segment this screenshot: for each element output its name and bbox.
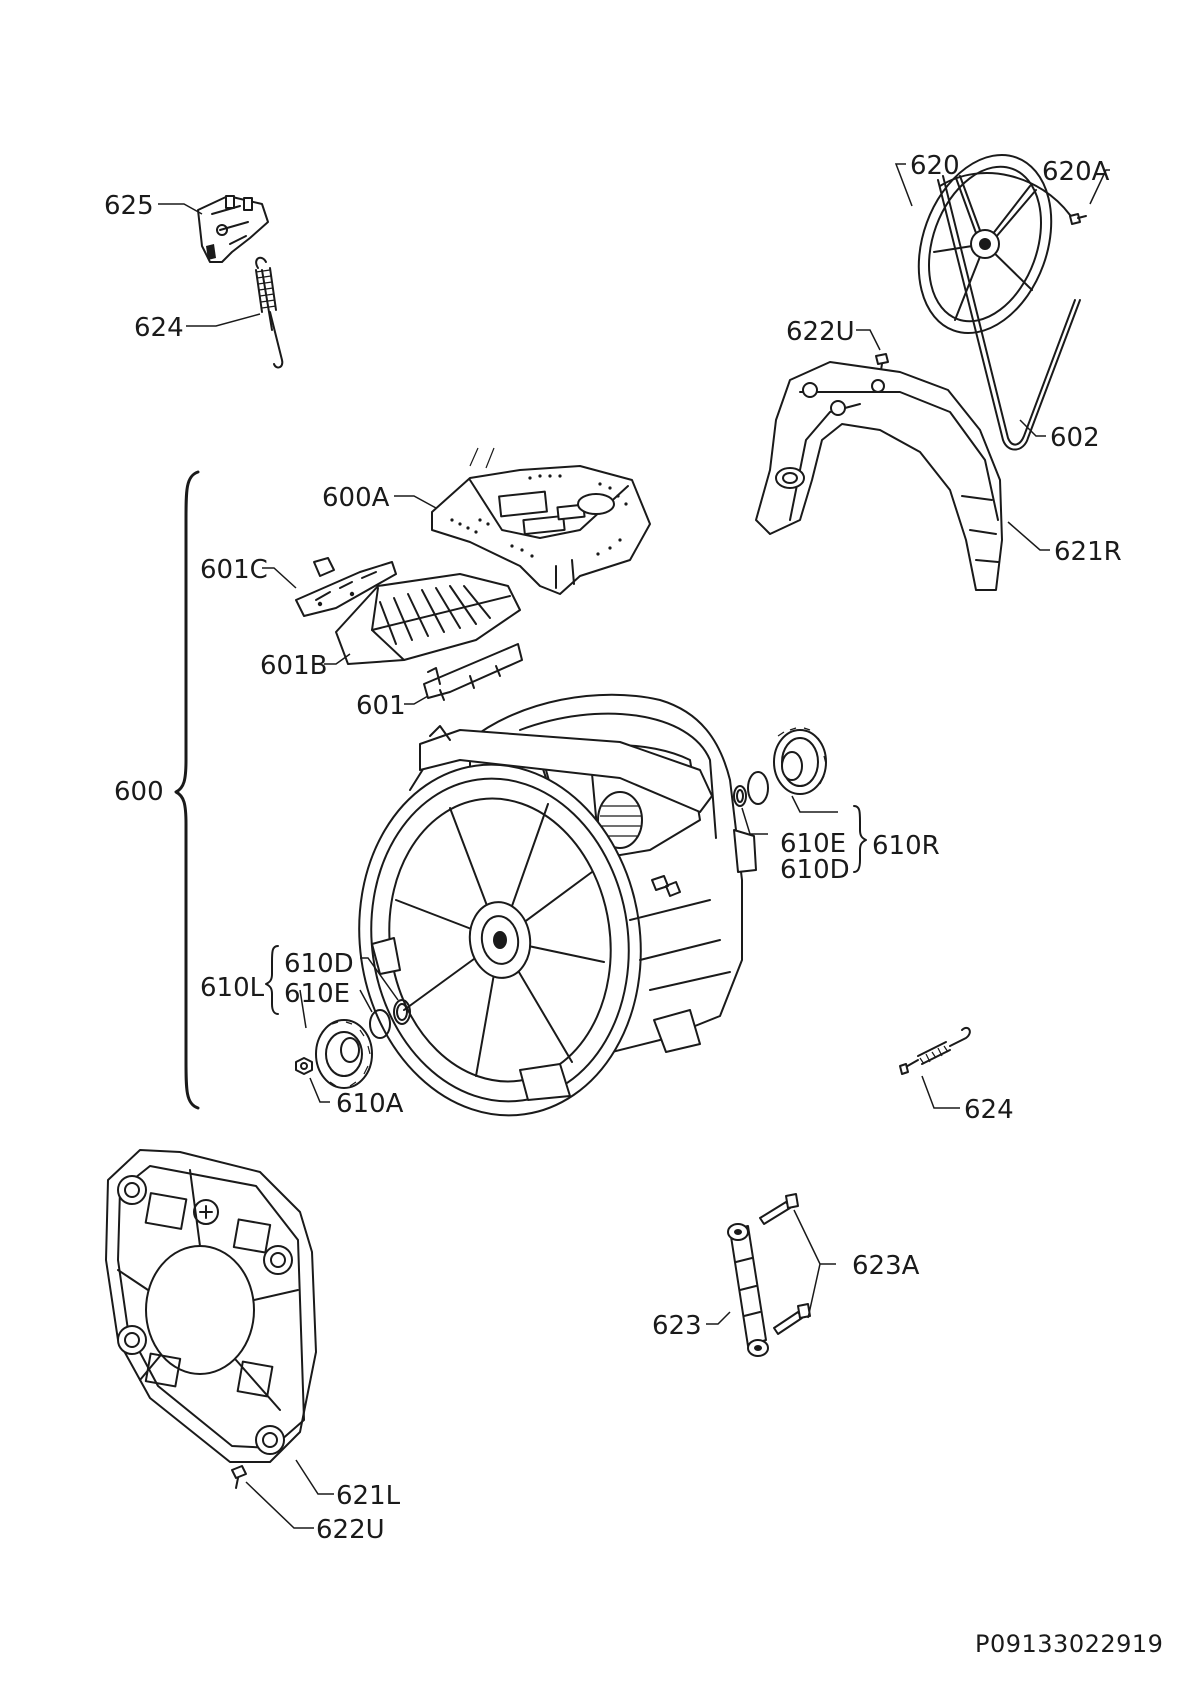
label-610L: 610L: [200, 973, 265, 1003]
part-600-tub-assembly: [358, 693, 757, 1117]
brace-610R: [853, 805, 867, 873]
label-601B: 601B: [260, 651, 327, 681]
label-623A: 623A: [852, 1251, 920, 1281]
part-623A-pins: [759, 1193, 811, 1335]
part-622U-screw-bottom: [231, 1465, 247, 1489]
part-624-spring-bottom: [899, 1026, 971, 1075]
part-601-dispenser-base: [423, 643, 523, 701]
part-625-door-interlock: [197, 195, 269, 263]
part-610E-left-ring: [369, 1009, 391, 1039]
label-624-bottom: 624: [964, 1095, 1014, 1125]
label-620A: 620A: [1042, 157, 1110, 187]
label-610E-right: 610E: [780, 829, 846, 859]
brace-610L: [265, 945, 279, 1015]
part-610A-nut: [295, 1057, 313, 1075]
part-620A-pulley-bolt: [1069, 213, 1087, 225]
part-610D-right-ring: [733, 785, 747, 807]
label-622U-top: 622U: [786, 317, 855, 347]
label-600: 600: [114, 777, 164, 807]
part-602-drive-belt: [937, 175, 1081, 451]
label-601C: 601C: [200, 555, 268, 585]
part-labels: 625 624 620 620A 622U 602 621R 600A 601C…: [104, 151, 1122, 1545]
part-600A-tub-top-panel: [431, 447, 651, 595]
part-610E-right-ring: [747, 771, 769, 805]
label-601: 601: [356, 691, 406, 721]
label-610R: 610R: [872, 831, 940, 861]
part-610D-left-ring: [393, 999, 411, 1025]
label-620: 620: [910, 151, 960, 181]
label-625: 625: [104, 191, 154, 221]
label-621L: 621L: [336, 1481, 401, 1511]
document-id: P09133022919: [975, 1630, 1164, 1658]
label-622U-bottom: 622U: [316, 1515, 385, 1545]
part-610L-bearing-left: [315, 1019, 373, 1089]
part-621R-rear-counterweight: [755, 361, 1003, 591]
label-610A: 610A: [336, 1089, 404, 1119]
part-624-spring-top: [255, 256, 284, 369]
label-621R: 621R: [1054, 537, 1122, 567]
label-610D-left: 610D: [284, 949, 354, 979]
label-610E-left: 610E: [284, 979, 350, 1009]
label-624-top: 624: [134, 313, 184, 343]
label-602: 602: [1050, 423, 1100, 453]
part-621L-front-counterweight: [105, 1149, 317, 1463]
part-601B-dispenser-housing: [335, 573, 521, 665]
vent-dots: [450, 474, 628, 558]
brace-600: [174, 470, 200, 1110]
label-623: 623: [652, 1311, 702, 1341]
part-623-shock-absorber: [727, 1223, 769, 1357]
label-600A: 600A: [322, 483, 390, 513]
part-620-drum-pulley: [917, 153, 1071, 335]
part-601C-dispenser-part: [295, 557, 397, 617]
label-610D-right: 610D: [780, 855, 850, 885]
part-610R-bearing-right: [773, 727, 827, 795]
leader-lines: [158, 163, 1110, 1529]
